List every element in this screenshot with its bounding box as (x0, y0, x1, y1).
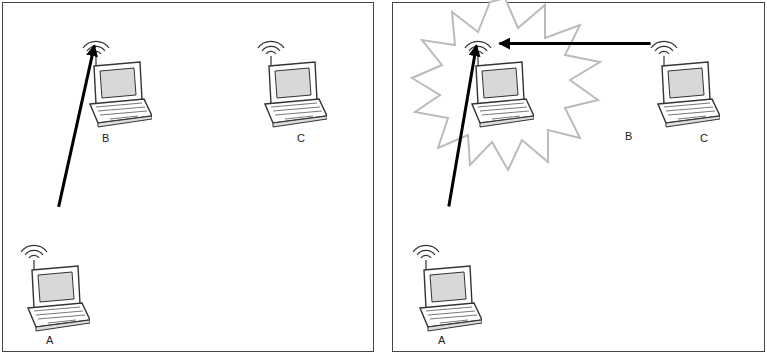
node-label: C (700, 132, 708, 144)
laptop-node: C (255, 40, 327, 130)
laptop-icon (80, 40, 152, 130)
node-label: A (438, 334, 445, 346)
laptop-icon (410, 244, 482, 334)
transmission-arrow (499, 42, 650, 45)
laptop-icon (462, 40, 534, 130)
node-label: A (46, 334, 53, 346)
transmission-arrow (449, 45, 477, 206)
transmission-arrow (59, 45, 95, 206)
laptop-icon (18, 244, 90, 334)
laptop-node: A (18, 244, 90, 334)
laptop-node: B (462, 40, 534, 130)
node-label: B (625, 130, 632, 142)
laptop-node: B (80, 40, 152, 130)
laptop-icon (648, 40, 720, 130)
laptop-node: C (648, 40, 720, 130)
laptop-icon (255, 40, 327, 130)
laptop-node: A (410, 244, 482, 334)
node-label: B (102, 132, 109, 144)
node-label: C (297, 132, 305, 144)
